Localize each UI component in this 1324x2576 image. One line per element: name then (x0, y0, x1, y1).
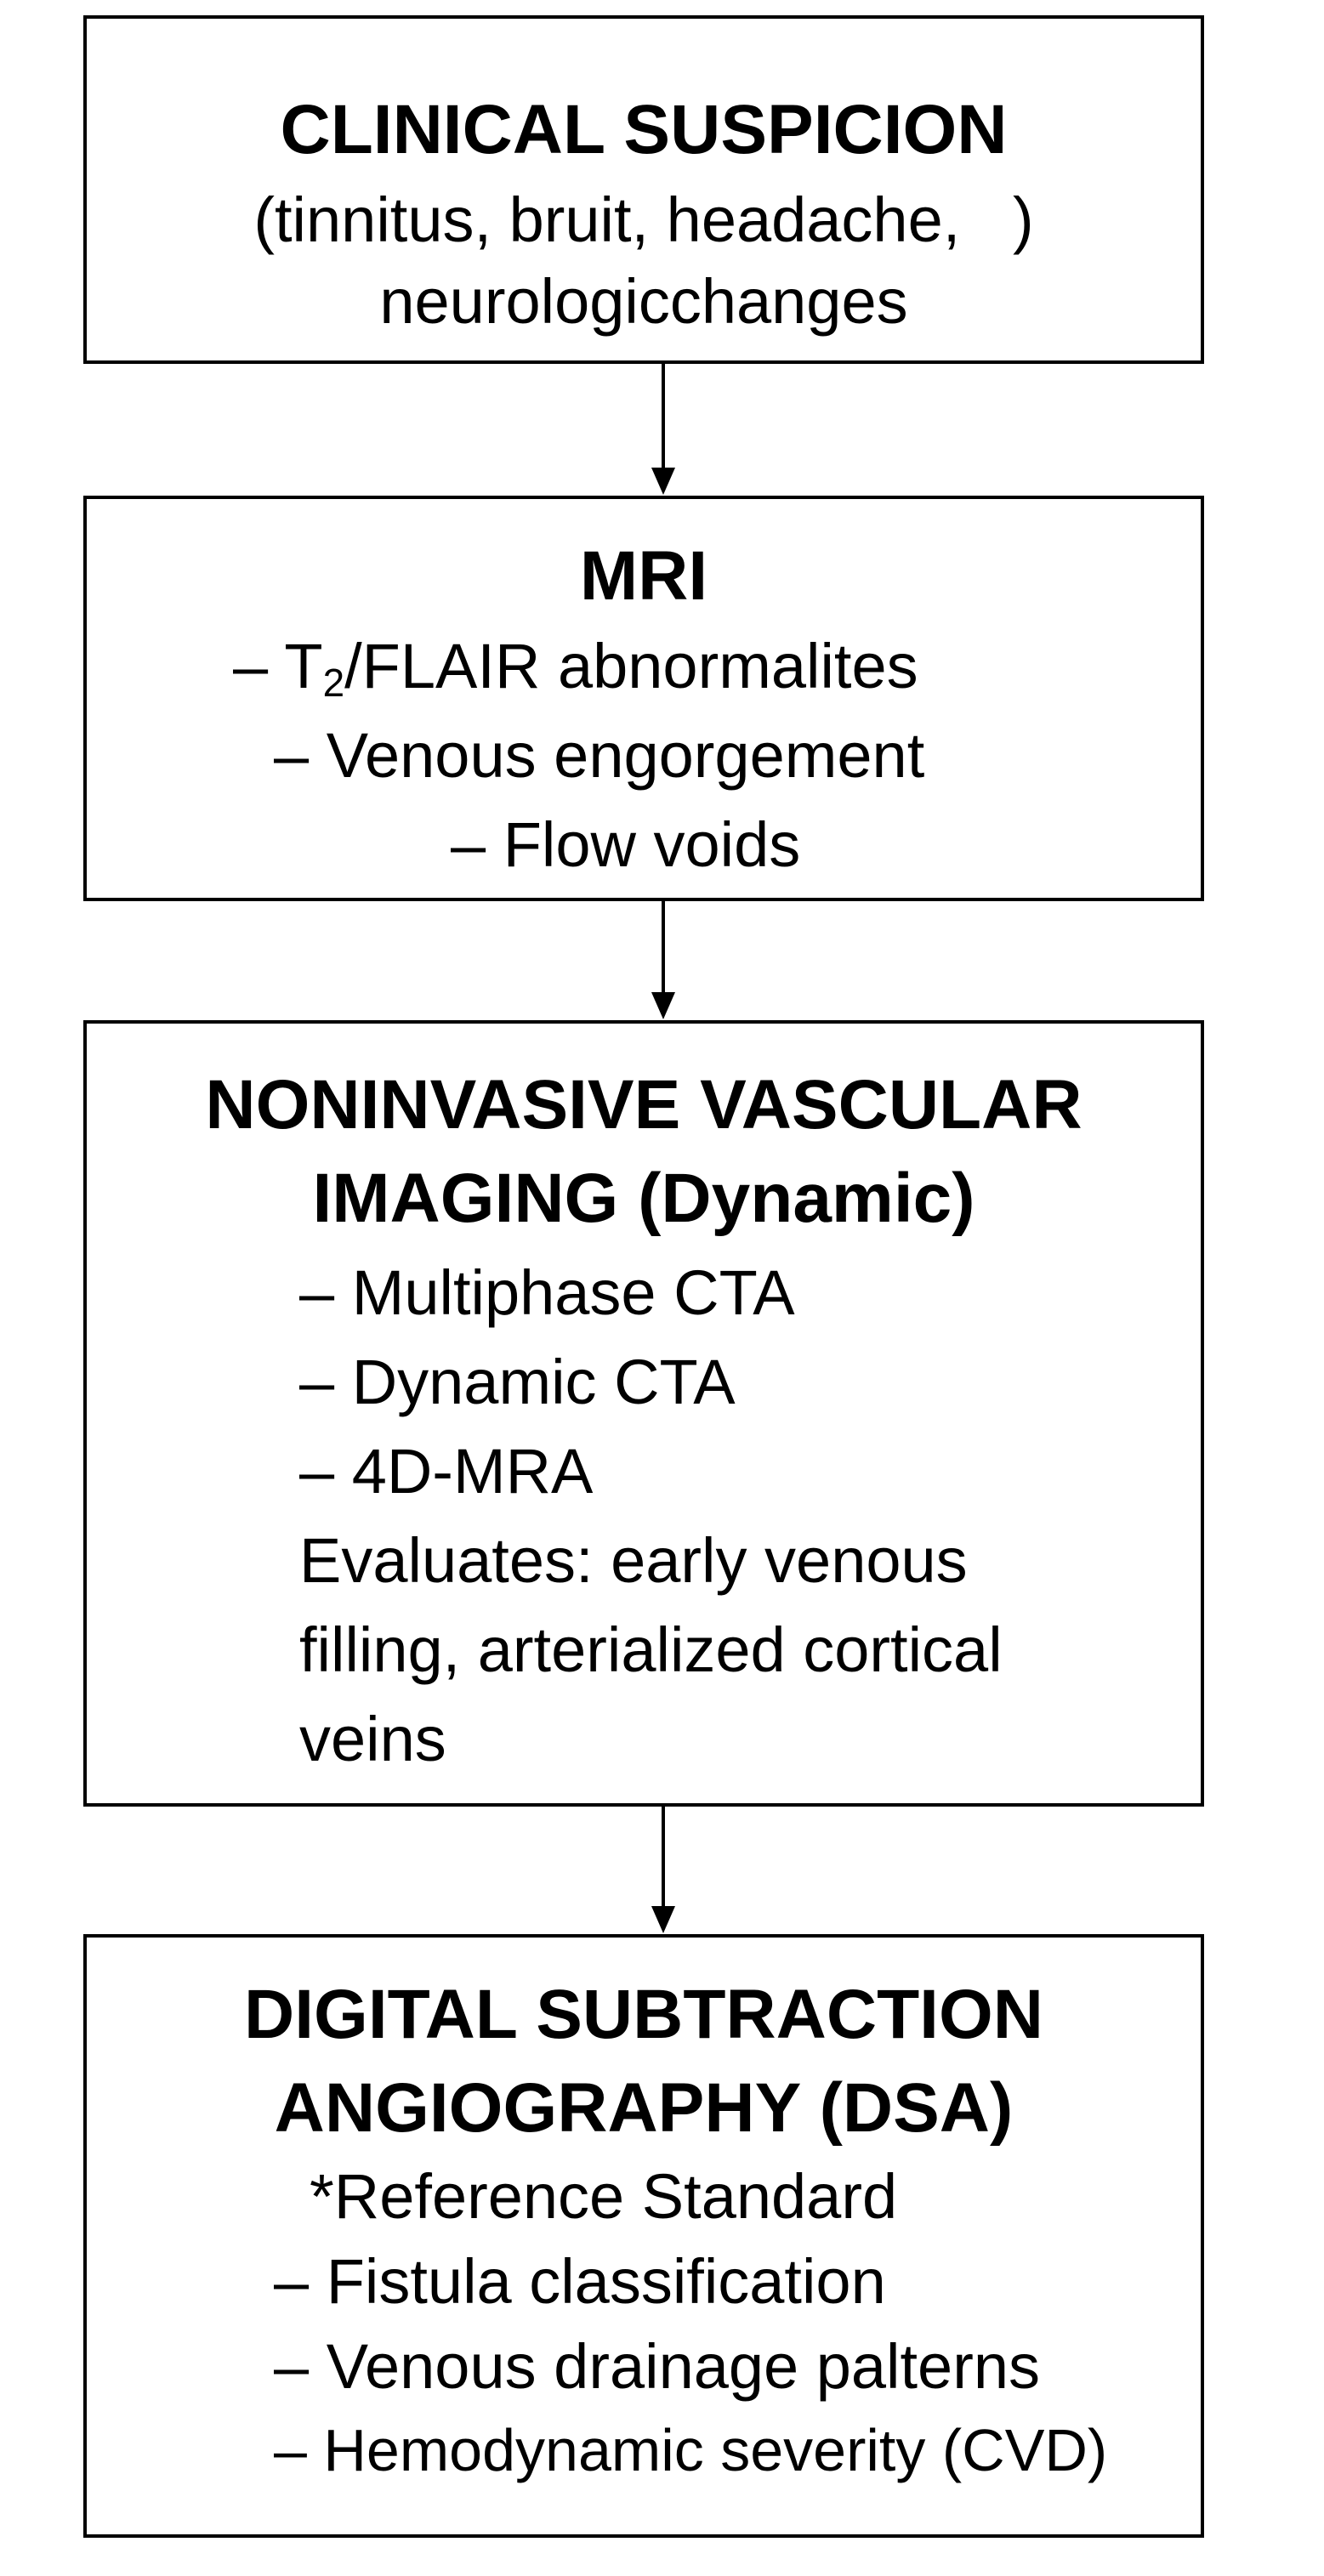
mri-item-flow-voids: – Flow voids (451, 809, 801, 880)
clinical-suspicion-neurologic: neurologicchanges (379, 266, 908, 337)
dsa-reference-standard: *Reference Standard (310, 2161, 898, 2232)
dsa-title-line-1: DIGITAL SUBTRACTION (244, 1976, 1043, 2053)
dsa-box: DIGITAL SUBTRACTION ANGIOGRAPHY (DSA) *R… (83, 1934, 1204, 2538)
clinical-suspicion-title: CLINICAL SUSPICION (280, 91, 1008, 168)
mri-title: MRI (579, 537, 708, 615)
arrow-to-dsa (651, 1807, 675, 1933)
dsa-title-line-2: ANGIOGRAPHY (DSA) (274, 2069, 1014, 2147)
noninvasive-item-dynamic-cta: – Dynamic CTA (299, 1347, 736, 1417)
noninvasive-item-4d-mra: – 4D-MRA (299, 1436, 594, 1506)
clinical-suspicion-box: CLINICAL SUSPICION (tinnitus, bruit, hea… (83, 15, 1204, 364)
mri-item-venous-engorgement: – Venous engorgement (274, 720, 925, 791)
dsa-item-fistula-classification: – Fistula classification (274, 2246, 886, 2317)
dsa-item-venous-drainage-patterns: – Venous drainage palterns (274, 2331, 1041, 2402)
noninvasive-imaging-title-line-2: IMAGING (Dynamic) (312, 1160, 975, 1237)
noninvasive-evaluates-line-3: veins (299, 1704, 446, 1774)
noninvasive-imaging-title-line-1: NONINVASIVE VASCULAR (205, 1066, 1082, 1143)
arrow-to-noninvasive (651, 901, 675, 1019)
dsa-item-hemodynamic-severity: – Hemodynamic severity (CVD) (274, 2417, 1108, 2483)
noninvasive-evaluates-line-2: filling, arterialized cortical (299, 1614, 1003, 1685)
clinical-suspicion-symptoms: (tinnitus, bruit, headache, ) (253, 184, 1034, 255)
noninvasive-imaging-box: NONINVASIVE VASCULAR IMAGING (Dynamic) –… (83, 1020, 1204, 1807)
mri-item-t2-flair: – T2/FLAIR abnormalites (233, 631, 918, 706)
arrow-to-mri (651, 364, 675, 495)
noninvasive-item-multiphase-cta: – Multiphase CTA (299, 1257, 795, 1328)
mri-box: MRI – T2/FLAIR abnormalites – Venous eng… (83, 496, 1204, 901)
noninvasive-evaluates-line-1: Evaluates: early venous (299, 1525, 968, 1596)
